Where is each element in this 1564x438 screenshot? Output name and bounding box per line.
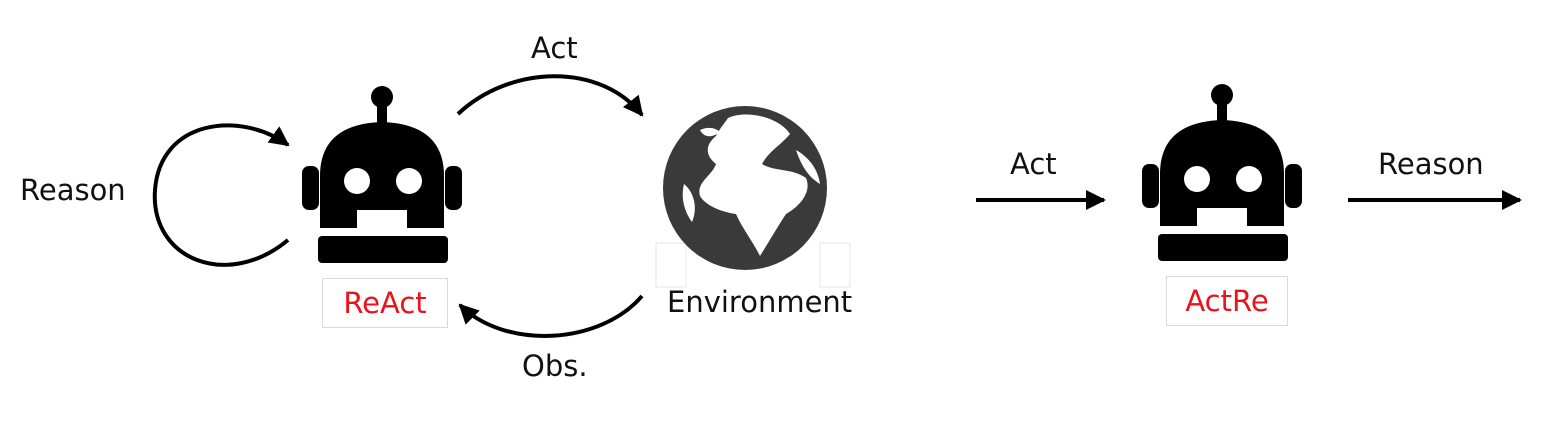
obs-label: Obs. [522,349,588,383]
act-label: Act [531,31,578,65]
obs-arrow [458,294,644,338]
react-name-box: ReAct [322,278,448,328]
reason-loop-arrow [152,123,290,267]
actre-robot-icon [1142,84,1302,261]
environment-label: Environment [667,285,853,319]
react-robot-icon [302,86,462,263]
reason-label: Reason [20,173,126,207]
globe-icon [655,106,851,288]
actre-act-label: Act [1010,147,1057,181]
actre-name-box: ActRe [1166,276,1288,326]
act-arrow [456,74,644,117]
actre-name: ActRe [1185,283,1269,318]
react-name: ReAct [343,285,427,320]
actre-reason-label: Reason [1378,147,1484,181]
